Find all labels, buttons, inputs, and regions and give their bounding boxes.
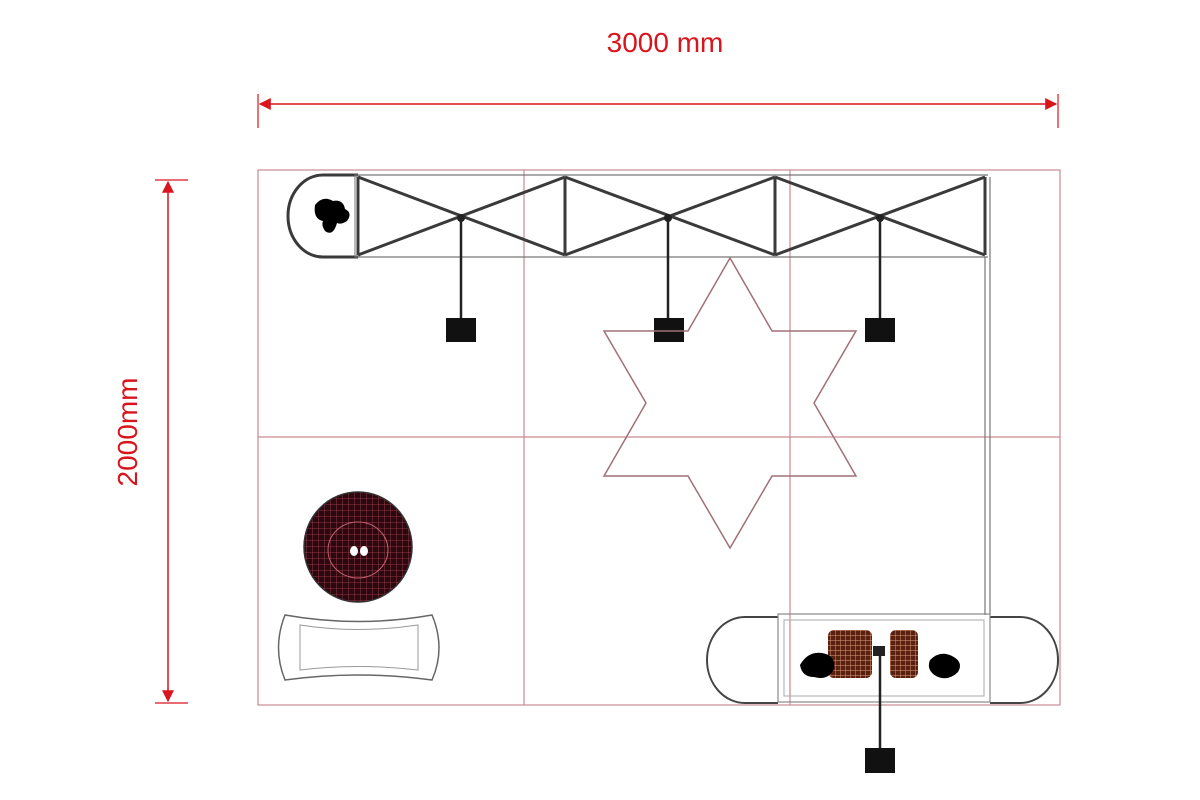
star-floor-graphic xyxy=(602,256,858,550)
depth-label: 2000mm xyxy=(112,378,143,487)
reception-counter xyxy=(706,613,1059,704)
spotlight xyxy=(446,214,476,342)
figure-left-icon xyxy=(800,652,835,678)
depth-dimension: 2000mm xyxy=(112,179,188,704)
figure-right-icon xyxy=(928,653,960,679)
spotlight xyxy=(654,214,684,342)
right-side-wall xyxy=(984,177,991,615)
width-dimension: 3000 mm xyxy=(257,27,1059,128)
round-chair xyxy=(303,491,413,603)
width-label: 3000 mm xyxy=(607,27,724,58)
speaker-blob-icon xyxy=(314,198,350,233)
booth-outline xyxy=(257,169,1061,706)
spotlight xyxy=(865,214,895,342)
stool-icon xyxy=(828,630,918,678)
sofa xyxy=(277,614,440,681)
spotlight xyxy=(865,646,895,773)
